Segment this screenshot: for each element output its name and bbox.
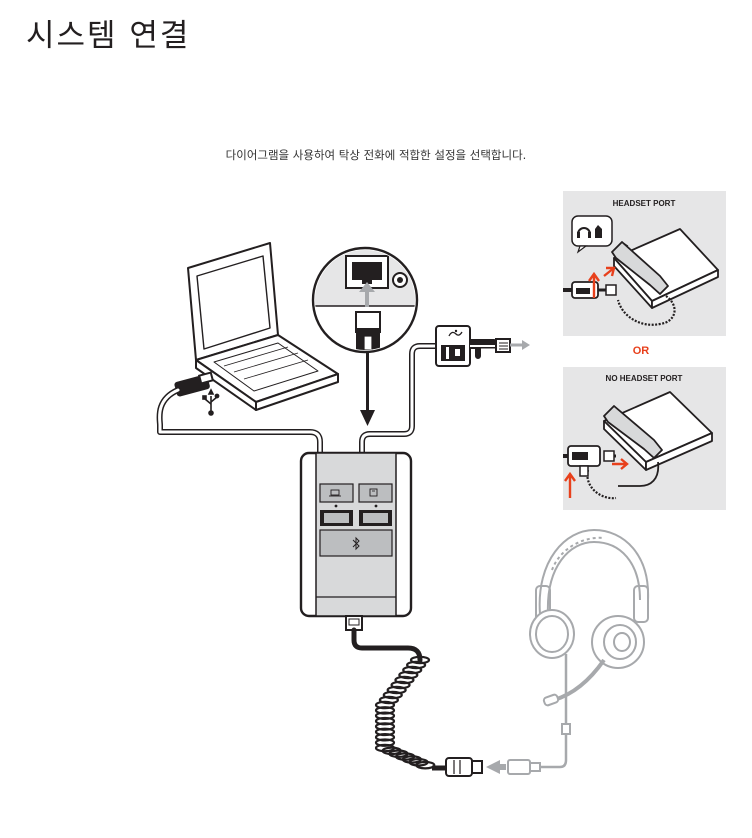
usb-icon xyxy=(202,388,220,416)
laptop-icon xyxy=(187,242,339,411)
instruction-text: 다이어그램을 사용하여 탁상 전화에 적합한 설정을 선택합니다. xyxy=(225,148,527,162)
coiled-cord xyxy=(351,627,423,663)
panel-no-headset-port: NO HEADSET PORT xyxy=(563,367,726,510)
down-arrow xyxy=(360,352,375,426)
headset-jack xyxy=(563,266,617,299)
headset-port-icon xyxy=(571,215,613,254)
phone-jack-zoom xyxy=(311,246,419,354)
usb-plug xyxy=(174,371,215,397)
desk-phone xyxy=(603,391,713,471)
phone-interface-cable xyxy=(435,325,530,367)
or-label: OR xyxy=(633,345,650,357)
panel-bottom-label: NO HEADSET PORT xyxy=(606,374,683,383)
base-unit xyxy=(299,451,413,631)
bluetooth-icon xyxy=(352,536,360,551)
cord-coils xyxy=(374,655,436,770)
page-title: 시스템 연결 xyxy=(26,18,191,54)
quick-disconnect xyxy=(432,730,568,777)
headset-icon xyxy=(529,528,650,735)
cord-coil-loop xyxy=(415,760,436,770)
panel-headset-port: HEADSET PORT xyxy=(563,191,726,336)
desk-phone xyxy=(611,228,719,326)
panel-top-label: HEADSET PORT xyxy=(613,199,676,208)
